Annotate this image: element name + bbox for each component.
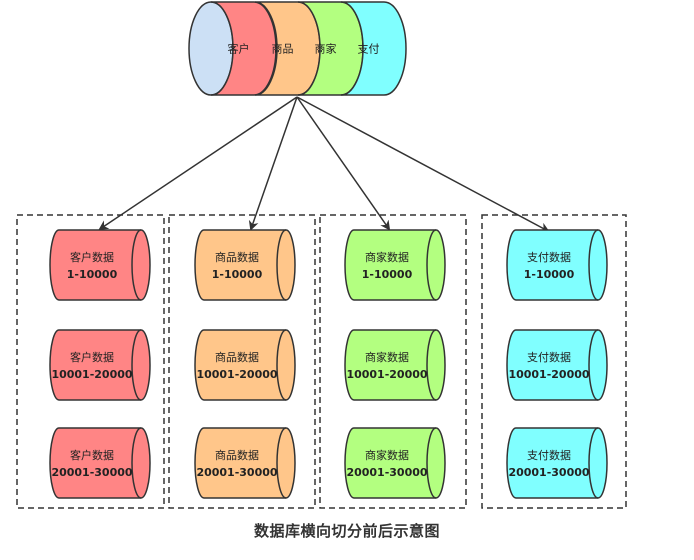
shard-database-cap: [131, 229, 142, 301]
shard-database: 商品数据 10001-20000: [194, 329, 296, 401]
shard-arrow: [296, 96, 550, 232]
arrows: [98, 96, 550, 232]
shard-database-range: 20001-30000: [196, 466, 277, 479]
shard-database-range: 1-10000: [524, 268, 575, 281]
source-segment-label: 支付: [358, 43, 380, 56]
shard-database-range: 1-10000: [212, 268, 263, 281]
source-segment-body: [340, 1, 407, 96]
shard-database-cap: [276, 427, 287, 499]
source-segment-body: [210, 1, 277, 96]
shard-database-range: 20001-30000: [508, 466, 589, 479]
shard-database-cap: [588, 229, 599, 301]
source-segment: 支付: [340, 1, 407, 96]
shard-database-cap: [426, 329, 437, 401]
shard-group-border: [168, 214, 316, 509]
source-segment: 客户: [210, 1, 277, 96]
shard-database: 支付数据 20001-30000: [506, 427, 608, 499]
source-database: 客户 商品 商家 支付: [188, 1, 407, 96]
shard-database-name: 客户数据: [70, 350, 114, 364]
shard-database-cap: [426, 229, 437, 301]
shard-database: 支付数据 10001-20000: [506, 329, 608, 401]
shard-database: 客户数据 20001-30000: [49, 427, 151, 499]
shard-database-name: 商品数据: [215, 250, 259, 264]
shard-database-cap: [276, 229, 287, 301]
shard-database-range: 10001-20000: [196, 368, 277, 381]
shard-group: 商家数据 1-10000 商家数据 10001-20000 商家数据 20001-3000…: [319, 214, 467, 509]
shard-database-name: 支付数据: [527, 448, 571, 462]
shard-database: 商品数据 1-10000: [194, 229, 296, 301]
shard-group-border: [481, 214, 627, 509]
shard-database-cap: [588, 329, 599, 401]
shard-arrow: [296, 96, 391, 231]
shard-database-range: 10001-20000: [508, 368, 589, 381]
shard-database-cap: [276, 329, 287, 401]
shard-database-cap: [131, 427, 142, 499]
shard-group-border: [16, 214, 165, 509]
shard-group-border: [319, 214, 467, 509]
shard-database-name: 商品数据: [215, 448, 259, 462]
shard-database: 商家数据 1-10000: [344, 229, 446, 301]
source-segment-label: 商品: [272, 42, 294, 56]
shard-database-name: 客户数据: [70, 448, 114, 462]
shard-database: 商家数据 20001-30000: [344, 427, 446, 499]
shard-database-range: 1-10000: [362, 268, 413, 281]
source-segment-label: 客户: [228, 42, 250, 56]
shard-database-range: 20001-30000: [51, 466, 132, 479]
source-segment-label: 商家: [315, 42, 337, 56]
shard-database-name: 商家数据: [365, 350, 409, 364]
shard-database: 商品数据 20001-30000: [194, 427, 296, 499]
shard-database-cap: [588, 427, 599, 499]
shard-database: 商家数据 10001-20000: [344, 329, 446, 401]
shard-database-name: 商家数据: [365, 250, 409, 264]
shard-database-name: 商家数据: [365, 448, 409, 462]
shard-group: 支付数据 1-10000 支付数据 10001-20000 支付数据 20001-3000…: [481, 214, 627, 509]
shard-database: 客户数据 10001-20000: [49, 329, 151, 401]
shard-database-name: 支付数据: [527, 250, 571, 264]
shard-database: 客户数据 1-10000: [49, 229, 151, 301]
diagram-caption: 数据库横向切分前后示意图: [253, 522, 440, 540]
shard-arrow: [98, 96, 298, 231]
shard-groups: 客户数据 1-10000 客户数据 10001-20000 客户数据 20001-3000…: [16, 214, 627, 509]
shard-database-range: 1-10000: [67, 268, 118, 281]
shard-database-name: 支付数据: [527, 350, 571, 364]
shard-database: 支付数据 1-10000: [506, 229, 608, 301]
shard-arrow: [248, 96, 298, 231]
shard-database-range: 10001-20000: [51, 368, 132, 381]
shard-database-range: 20001-30000: [346, 466, 427, 479]
shard-database-range: 10001-20000: [346, 368, 427, 381]
shard-database-cap: [131, 329, 142, 401]
shard-group: 商品数据 1-10000 商品数据 10001-20000 商品数据 20001-3000…: [168, 214, 316, 509]
shard-database-cap: [426, 427, 437, 499]
shard-database-name: 商品数据: [215, 350, 259, 364]
shard-group: 客户数据 1-10000 客户数据 10001-20000 客户数据 20001-3000…: [16, 214, 165, 509]
shard-database-name: 客户数据: [70, 250, 114, 264]
